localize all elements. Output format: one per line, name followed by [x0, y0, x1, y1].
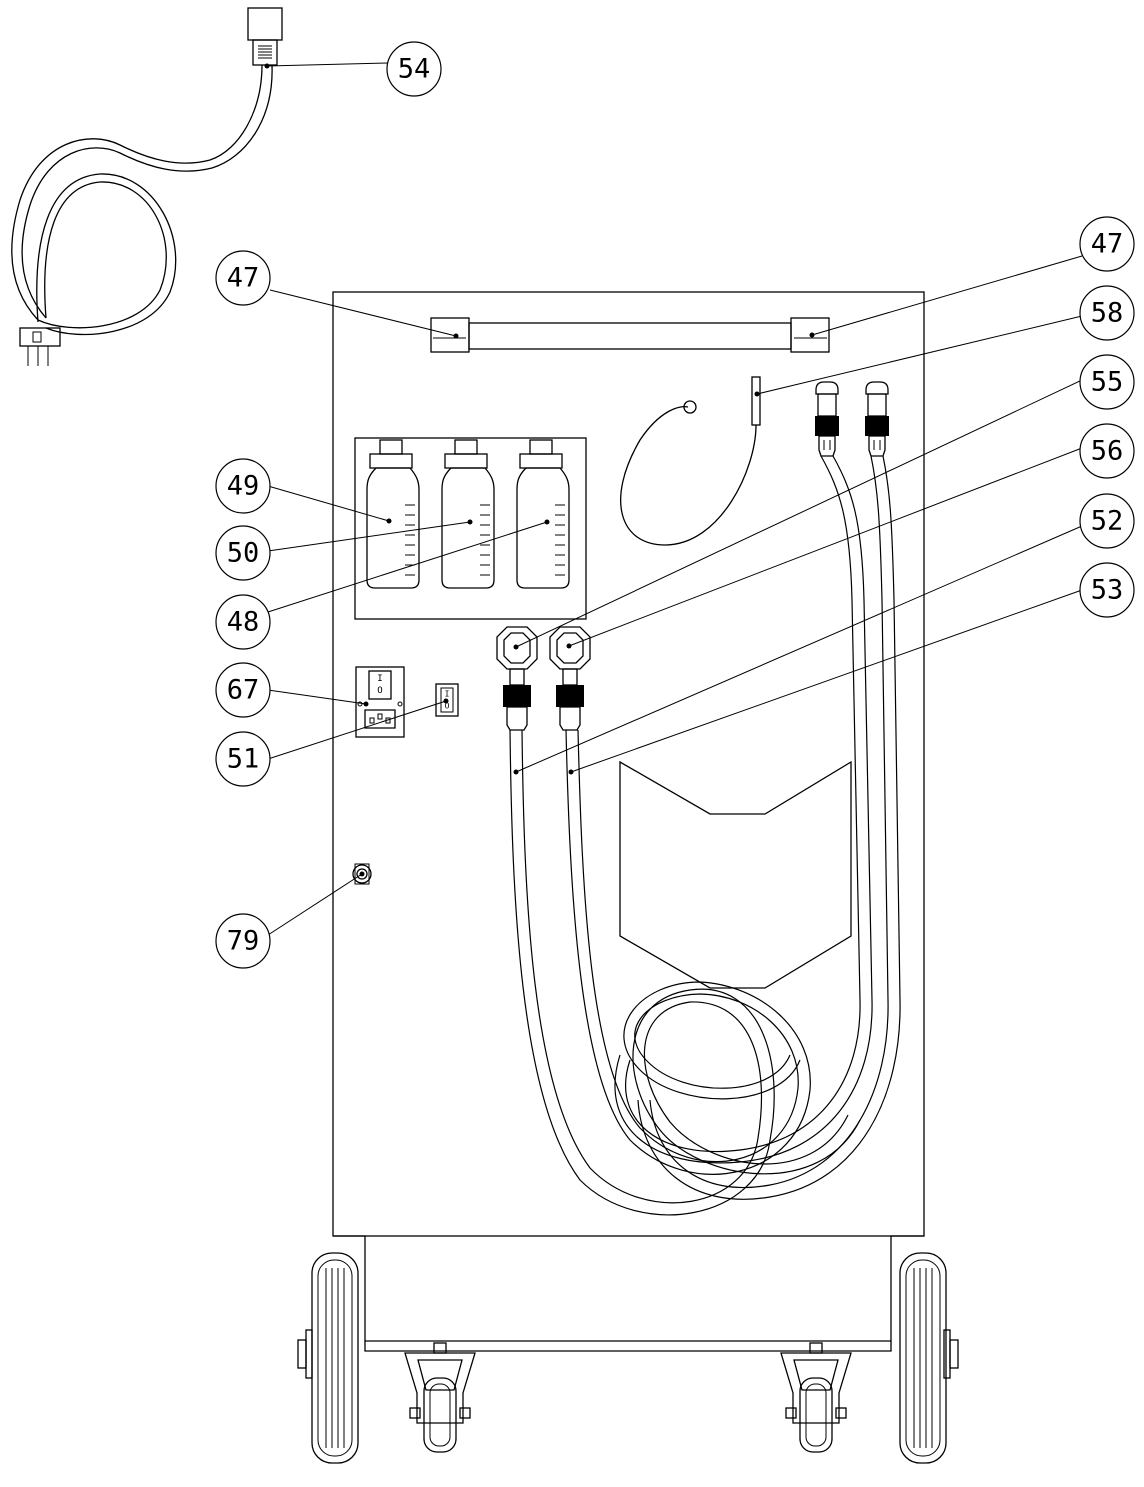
callout-67-label: 67: [227, 675, 260, 706]
callout-53: 53: [1079, 562, 1135, 618]
main-switch-on-mark: I: [377, 674, 382, 684]
callout-79-label: 79: [227, 926, 260, 957]
hoses: [509, 455, 901, 1216]
right-wheel: [899, 1252, 959, 1464]
callout-51: 51: [215, 731, 271, 787]
callout-79: 79: [215, 913, 271, 969]
callout-47-right: 47: [1079, 216, 1135, 272]
right-caster: [780, 1342, 852, 1453]
callout-50-label: 50: [227, 538, 260, 569]
handle-bracket-left: [430, 317, 470, 353]
temperature-probe: [620, 376, 761, 546]
bottle-50: [441, 439, 495, 589]
aux-switch-on-mark: I: [445, 690, 450, 699]
aux-switch: I O: [435, 683, 459, 717]
callout-54-label: 54: [398, 54, 431, 85]
label-plate: [619, 760, 852, 989]
callout-67: 67: [215, 662, 271, 718]
bottle-panel: [354, 437, 587, 620]
callout-48: 48: [215, 594, 271, 650]
callout-56: 56: [1079, 423, 1135, 479]
callout-54: 54: [386, 41, 442, 97]
lower-couplers: [496, 626, 591, 731]
aux-switch-off-mark: O: [445, 702, 450, 711]
callout-52: 52: [1079, 493, 1135, 549]
base: [297, 1235, 959, 1464]
bottle-48: [516, 439, 570, 589]
callout-49: 49: [215, 458, 271, 514]
cabinet: [332, 291, 925, 1237]
callout-47-left: 47: [215, 250, 271, 306]
power-inlet-module: I O: [355, 666, 405, 738]
callout-50: 50: [215, 525, 271, 581]
callout-52-label: 52: [1091, 506, 1124, 537]
callout-48-label: 48: [227, 607, 260, 638]
power-cord: [11, 7, 283, 366]
callout-51-label: 51: [227, 744, 260, 775]
callout-56-label: 56: [1091, 436, 1124, 467]
connector-79: [352, 863, 372, 885]
bottle-49: [366, 439, 420, 589]
leader-lines: [264, 62, 1083, 936]
callout-49-label: 49: [227, 471, 260, 502]
upper-couplers: [815, 381, 889, 457]
left-caster: [404, 1342, 476, 1453]
callout-55-label: 55: [1091, 367, 1124, 398]
callout-47-left-label: 47: [227, 263, 260, 294]
handle-bracket-right: [790, 317, 830, 353]
handle-bar: [468, 322, 792, 350]
callout-53-label: 53: [1091, 575, 1124, 606]
callout-47-right-label: 47: [1091, 229, 1124, 260]
callout-58: 58: [1079, 285, 1135, 341]
callout-58-label: 58: [1091, 298, 1124, 329]
callouts: 54 47 47 58 55 56 52 53: [215, 41, 1135, 969]
main-switch: [368, 670, 392, 700]
callout-55: 55: [1079, 354, 1135, 410]
main-switch-off-mark: O: [377, 686, 382, 696]
left-wheel: [297, 1252, 359, 1464]
